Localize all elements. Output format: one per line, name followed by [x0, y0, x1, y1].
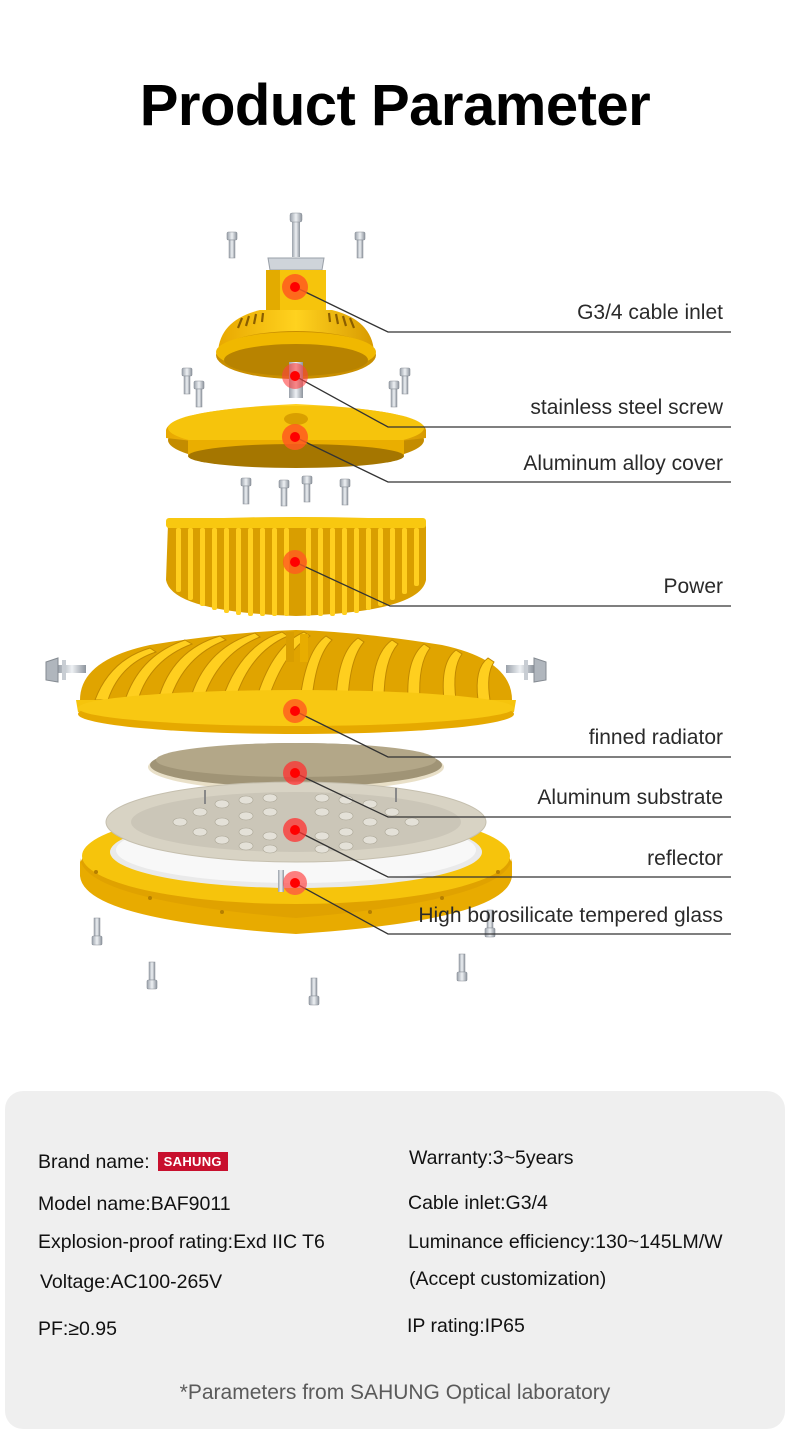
callout-alloy-cover: Aluminum alloy cover: [523, 452, 723, 475]
page-title: Product Parameter: [139, 73, 651, 138]
spec-panel: Brand name: SAHUNG Model name:BAF9011 Exp…: [5, 1091, 785, 1429]
callout-steel-screw: stainless steel screw: [530, 396, 723, 419]
callout-tempered-glass: High borosilicate tempered glass: [418, 904, 723, 927]
exploded-diagram: G3/4 cable inlet stainless steel screw A…: [0, 200, 790, 1040]
spec-voltage: Voltage:AC100-265V: [40, 1271, 223, 1293]
callout-power: Power: [663, 575, 723, 598]
brand-logo-badge: SAHUNG: [157, 1152, 228, 1171]
exploded-view-illustration: [45, 212, 731, 1006]
spec-footnote: *Parameters from SAHUNG Optical laborato…: [179, 1381, 611, 1404]
spec-luminance: Luminance efficiency:130~145LM/W: [408, 1231, 723, 1253]
callout-reflector: reflector: [647, 847, 723, 870]
spec-ip-rating: IP rating:IP65: [407, 1315, 525, 1337]
spec-warranty: Warranty:3~5years: [409, 1147, 574, 1169]
spec-brand-label: Brand name:: [38, 1151, 150, 1173]
callout-finned-radiator: finned radiator: [588, 726, 723, 749]
callout-cable-inlet: G3/4 cable inlet: [577, 301, 723, 324]
spec-cable-inlet: Cable inlet:G3/4: [408, 1192, 548, 1214]
spec-model: Model name:BAF9011: [38, 1193, 231, 1215]
spec-pf: PF:≥0.95: [38, 1318, 117, 1340]
callout-markers: [282, 274, 308, 895]
spec-customization: (Accept customization): [409, 1268, 607, 1290]
callout-aluminum-substrate: Aluminum substrate: [537, 786, 723, 809]
spec-brand: Brand name: SAHUNG: [38, 1152, 228, 1173]
spec-explosion-rating: Explosion-proof rating:Exd IIC T6: [38, 1231, 325, 1253]
